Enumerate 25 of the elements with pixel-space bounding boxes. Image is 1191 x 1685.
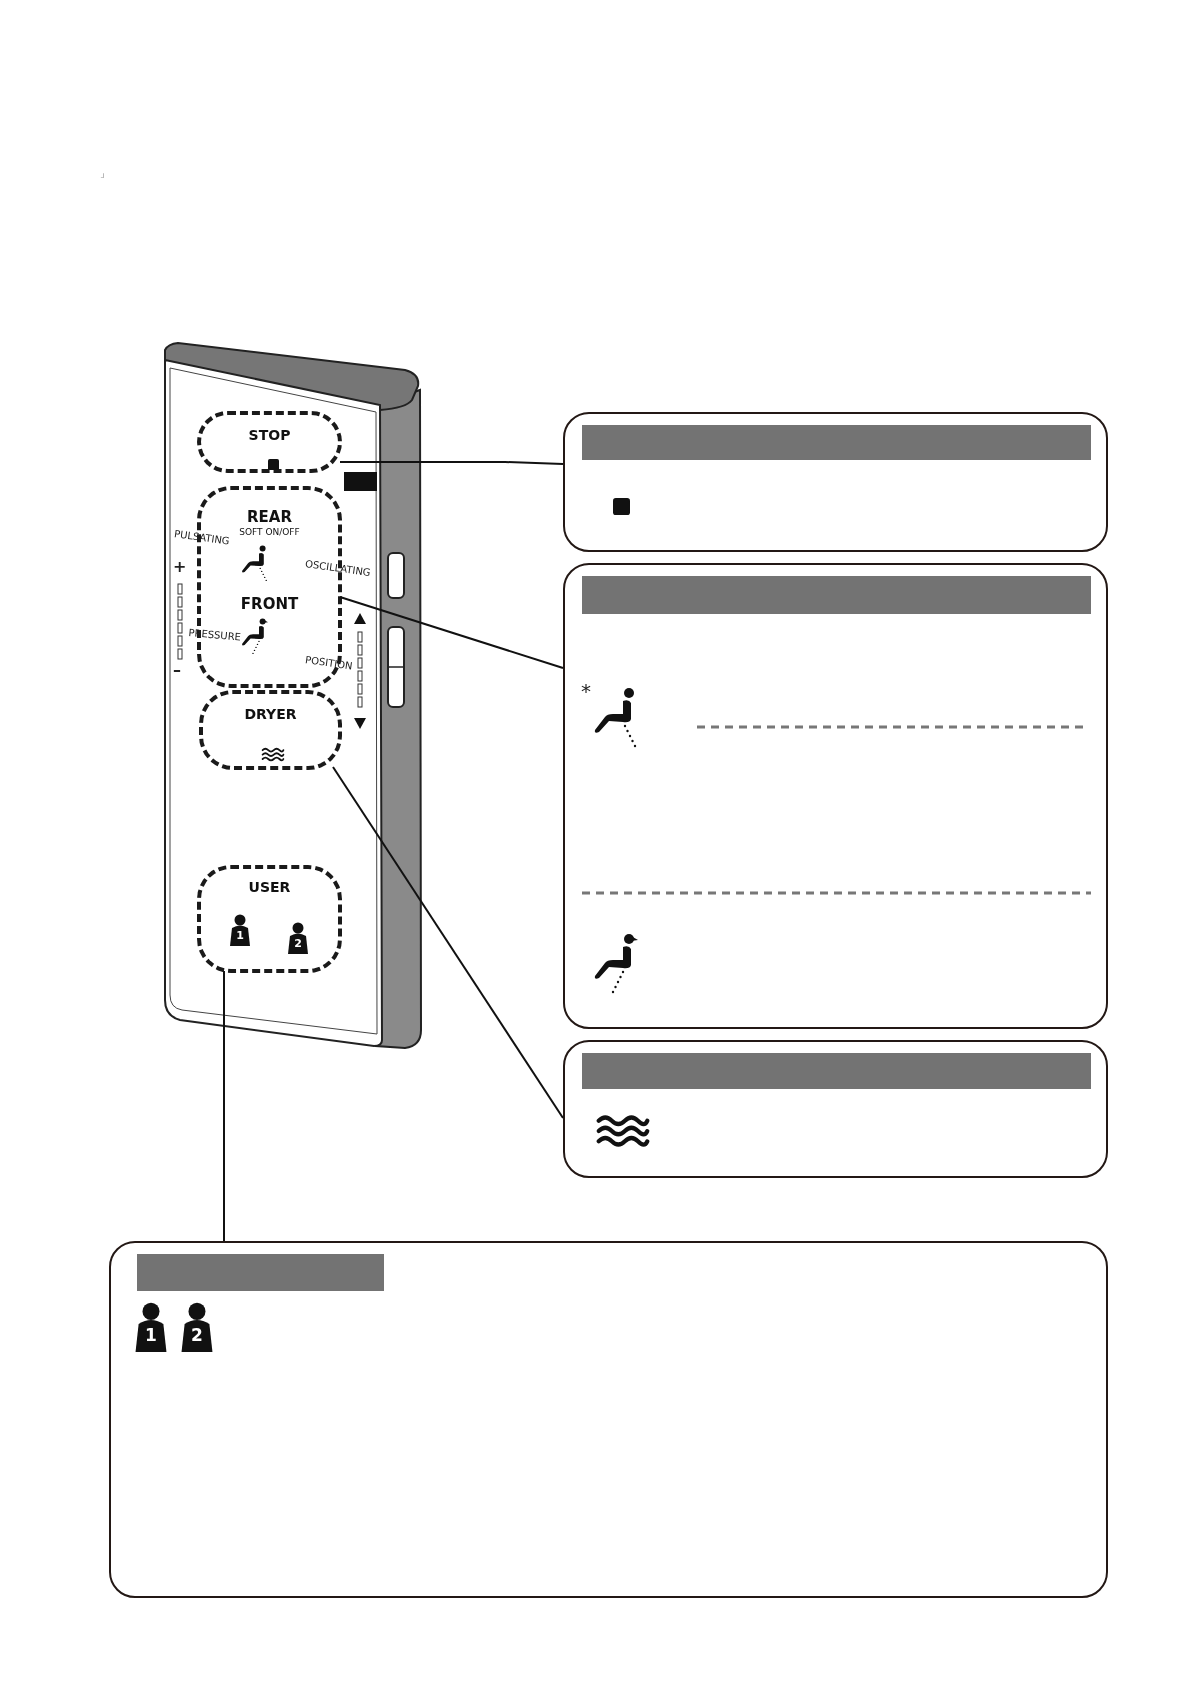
panel-label: * (581, 679, 591, 703)
leader-line (339, 461, 564, 465)
panel-label: PRESSURE (188, 627, 242, 643)
panel-label: POSITION (304, 654, 354, 672)
callout-box (563, 1040, 1108, 1178)
callout-box (563, 412, 1108, 552)
panel-label: + (173, 557, 187, 576)
button-zone (199, 690, 342, 770)
leader-line (223, 970, 225, 1242)
button-label: REAR (246, 508, 293, 526)
panel-label: OSCILLATING (304, 558, 372, 579)
callout-box (563, 563, 1108, 1029)
button-zone (197, 865, 342, 973)
panel-label: PULSATING (173, 528, 231, 547)
callout-box (109, 1241, 1108, 1598)
button-label: FRONT (239, 595, 300, 613)
panel-label: – (173, 660, 181, 679)
panel-label: 」 (100, 168, 109, 181)
leader-line (339, 596, 564, 669)
button-zone (197, 411, 342, 473)
leader-line (332, 766, 564, 1119)
button-label: DRYER (243, 706, 298, 722)
button-label: SOFT ON/OFF (238, 527, 301, 537)
button-label: STOP (247, 427, 292, 443)
button-label: USER (247, 879, 292, 895)
